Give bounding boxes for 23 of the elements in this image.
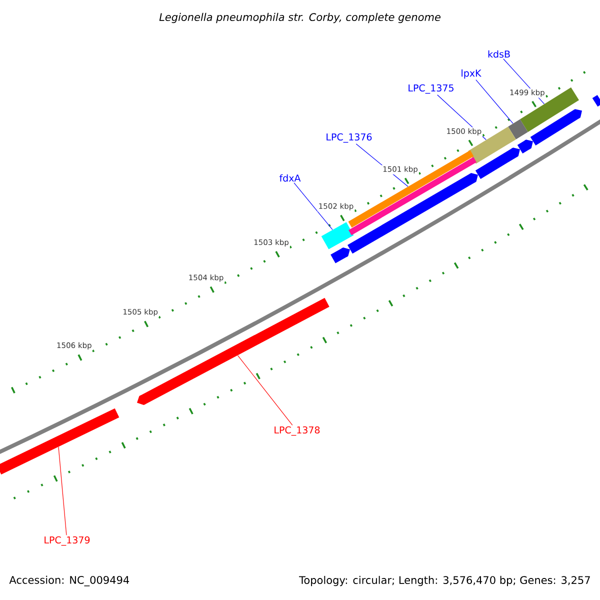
gene-label: lpxK	[462, 69, 482, 79]
gene-feature	[330, 247, 350, 264]
gene-bar	[321, 222, 354, 250]
gene-label: LPC_1375	[408, 84, 454, 94]
gene-bar	[592, 95, 600, 107]
genome-info: Topology: circular; Length: 3,576,470 bp; Genes: 3,257	[299, 576, 590, 586]
gene-label: LPC_1378	[274, 426, 320, 436]
accession-label: Accession: NC_009494	[9, 576, 130, 586]
title: Legionella pneumophila str. Corby, complete genome	[159, 12, 440, 24]
gene-bar	[508, 119, 528, 140]
gene-label: LPC_1376	[326, 133, 372, 143]
leader-line	[58, 446, 67, 536]
gene-feature	[530, 109, 582, 146]
gene-feature	[517, 140, 533, 154]
leader-line	[476, 80, 514, 124]
gene-bar	[0, 408, 120, 474]
gene-label: kdsB	[488, 50, 510, 58]
leader-line	[237, 355, 293, 426]
gene-bar	[468, 126, 516, 164]
leader-line	[294, 182, 333, 230]
gene-feature	[475, 148, 520, 180]
gene-label: fdxA	[279, 174, 301, 182]
gene-label: LPC_1379	[44, 536, 90, 546]
